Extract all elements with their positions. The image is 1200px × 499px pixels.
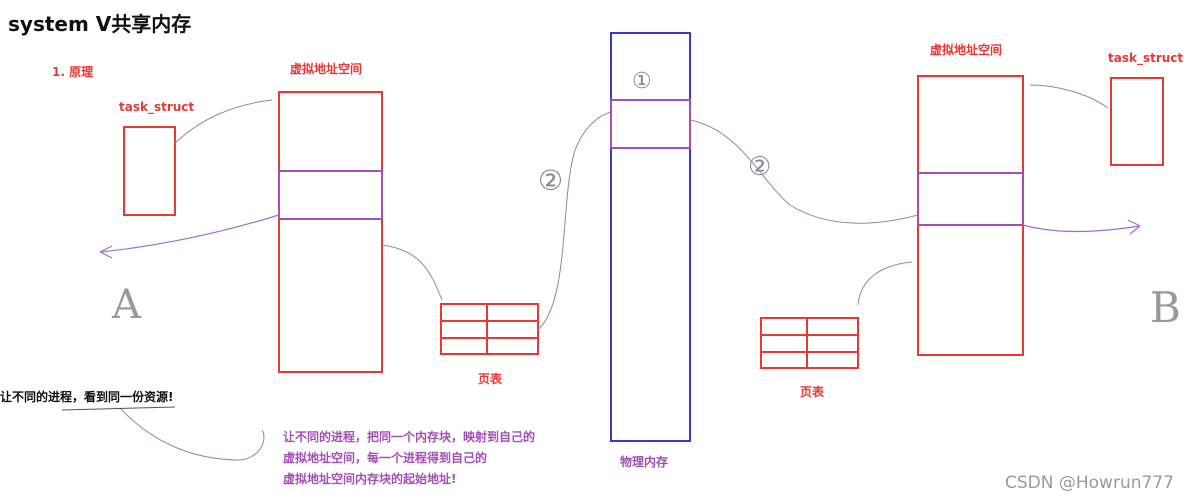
left-task-struct-label: task_struct xyxy=(119,100,194,115)
process-b-mark: B xyxy=(1150,283,1181,332)
handwritten-connectors xyxy=(61,84,1141,461)
physical-memory-box xyxy=(610,32,691,442)
physical-memory-label: 物理内存 xyxy=(620,454,668,469)
marker-1: ① xyxy=(632,69,652,94)
right-vas-label: 虚拟地址空间 xyxy=(930,42,1002,57)
page-title: system V共享内存 xyxy=(8,12,191,36)
summary-note: 让不同的进程，看到同一份资源! xyxy=(0,389,173,404)
marker-2-left: ② xyxy=(538,164,563,197)
right-page-table xyxy=(760,317,859,369)
left-shared-region xyxy=(278,170,383,220)
marker-2-right: ② xyxy=(748,152,771,182)
left-task-struct-box xyxy=(123,126,176,216)
right-task-struct-box xyxy=(1110,77,1164,166)
explain-line-1: 让不同的进程，把同一个内存块，映射到自己的 xyxy=(283,429,535,444)
right-page-table-label: 页表 xyxy=(800,384,825,399)
explain-line-3: 虚拟地址空间内存块的起始地址! xyxy=(283,471,456,486)
right-task-struct-label: task_struct xyxy=(1108,51,1183,66)
process-a-mark: A xyxy=(111,282,142,328)
left-page-table-label: 页表 xyxy=(478,371,503,386)
right-shared-region xyxy=(917,172,1024,226)
left-vas-label: 虚拟地址空间 xyxy=(290,61,362,76)
watermark: CSDN @Howrun777 xyxy=(1005,473,1174,493)
left-vas-box xyxy=(278,91,383,373)
left-page-table xyxy=(440,303,539,355)
section-heading: 1. 原理 xyxy=(52,65,93,79)
right-vas-box xyxy=(917,75,1024,356)
shared-memory-block xyxy=(610,99,691,149)
explain-line-2: 虚拟地址空间，每一个进程得到自己的 xyxy=(283,450,487,465)
